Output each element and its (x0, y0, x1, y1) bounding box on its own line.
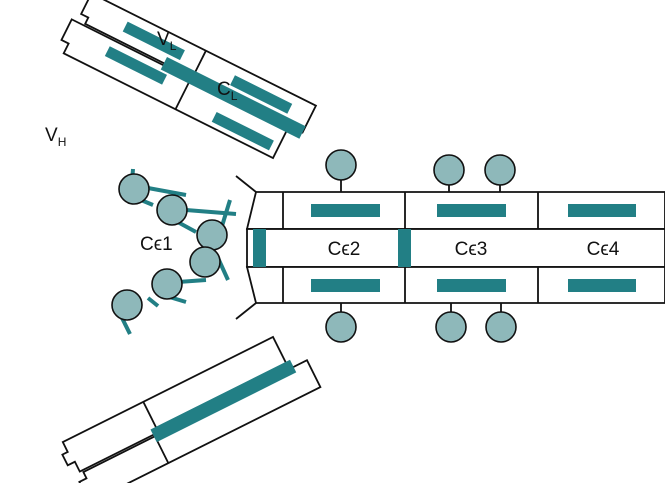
ce1-label: Cϵ1 (140, 234, 173, 255)
fc-region: Cϵ2 Cϵ3 Cϵ4 (235, 175, 665, 320)
domain-bar (568, 279, 636, 292)
lower-heavy-chain (61, 335, 290, 473)
disulfide-bond-bar (398, 229, 411, 267)
domain-bar (311, 279, 380, 292)
domain-bar (122, 21, 185, 61)
ce1-hinge-ladder: Cϵ1 (111, 168, 237, 335)
glycan-circle (325, 311, 357, 343)
glycan-circle (435, 311, 467, 343)
ce3-label: Cϵ3 (455, 239, 488, 260)
lower-light-chain (78, 359, 322, 483)
domain-bar (311, 204, 380, 217)
glycan-circle (118, 173, 150, 205)
glycan-circle (156, 194, 188, 226)
ce4-label: Cϵ4 (587, 239, 620, 260)
vl-label: VL (157, 29, 177, 53)
upper-fab-arm (60, 0, 318, 160)
glycan-circle (189, 246, 221, 278)
vh-label: VH (45, 125, 66, 149)
glycan-circle (433, 154, 465, 186)
interchain-bond-bar (160, 56, 306, 139)
ce2-label: Cϵ2 (328, 239, 361, 260)
domain-bar (437, 279, 506, 292)
fc-middle-chain (246, 228, 665, 268)
domain-bar (568, 204, 636, 217)
fc-glycans (325, 149, 517, 343)
hinge-upper-line (235, 175, 257, 193)
glycan-circle (111, 289, 143, 321)
hinge-lower-line (235, 302, 257, 320)
domain-bar (104, 46, 168, 85)
glycan-circle (325, 149, 357, 181)
interchain-bond-bar (150, 359, 297, 443)
cl-label: CL (217, 79, 238, 103)
lower-fab-arm (61, 335, 322, 483)
glycan-circle (196, 219, 228, 251)
disulfide-bond-bar (253, 229, 266, 267)
glycan-circle (151, 268, 183, 300)
domain-bar (230, 75, 293, 114)
domain-bar (211, 111, 274, 151)
domain-bar (437, 204, 506, 217)
glycan-circle (484, 154, 516, 186)
glycan-circle (485, 311, 517, 343)
